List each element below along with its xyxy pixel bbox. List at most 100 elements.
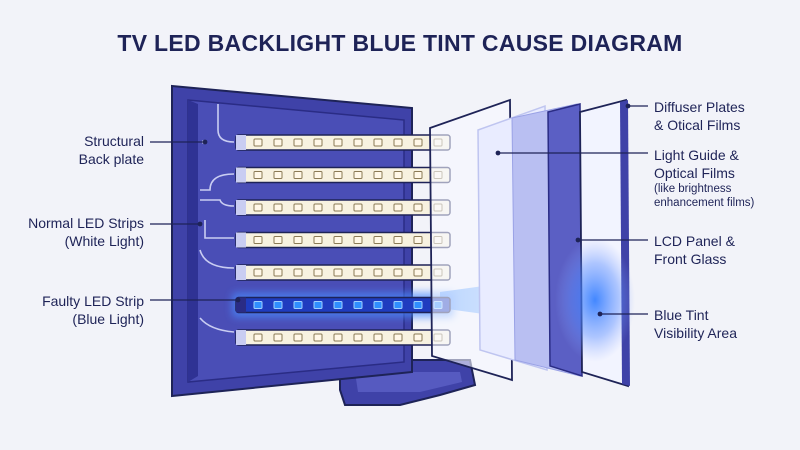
blue-led — [353, 301, 363, 309]
label-faulty-led-line2: (Blue Light) — [72, 311, 144, 327]
white-led — [293, 236, 303, 244]
white-led — [253, 268, 263, 277]
blue-led — [413, 301, 423, 309]
normal-led-strip — [235, 329, 451, 346]
white-led — [373, 268, 383, 277]
faulty-led-strip — [232, 292, 454, 318]
white-led — [373, 203, 383, 212]
label-diffuser: Diffuser Plates & Otical Films — [654, 98, 794, 134]
label-back-plate-line1: Structural — [84, 133, 144, 149]
white-led — [253, 138, 263, 147]
white-led — [293, 138, 303, 147]
white-led — [273, 203, 283, 212]
led-strip-connector — [236, 167, 246, 183]
label-light-guide-line2: Optical Films — [654, 165, 735, 181]
normal-led-strip — [235, 166, 451, 184]
blue-led — [393, 301, 403, 309]
blue-led — [273, 301, 283, 309]
white-led — [413, 138, 423, 147]
white-led — [253, 236, 263, 244]
led-strip-connector — [236, 297, 246, 313]
label-diffuser-line1: Diffuser Plates — [654, 99, 745, 115]
label-back-plate-line2: Back plate — [78, 151, 144, 167]
white-led — [313, 236, 323, 244]
white-led — [413, 333, 423, 342]
label-back-plate: Structural Back plate — [40, 132, 144, 168]
label-blue-tint-line1: Blue Tint — [654, 307, 709, 323]
normal-led-strip — [235, 134, 451, 151]
label-normal-led-line2: (White Light) — [64, 233, 144, 249]
white-led — [253, 333, 263, 342]
blue-led — [373, 301, 383, 309]
white-led — [353, 333, 363, 342]
white-led — [273, 333, 283, 342]
white-led — [393, 203, 403, 212]
label-normal-led-line1: Normal LED Strips — [28, 215, 144, 231]
normal-led-strip — [235, 199, 451, 216]
white-led — [353, 236, 363, 244]
white-led — [353, 171, 363, 179]
white-led — [293, 333, 303, 342]
led-wiring — [199, 104, 235, 333]
blue-led — [333, 301, 343, 309]
white-led — [413, 268, 423, 277]
white-led — [373, 171, 383, 179]
leader-dots — [197, 103, 631, 317]
white-led — [353, 268, 363, 277]
white-led — [313, 203, 323, 212]
label-faulty-led: Faulty LED Strip (Blue Light) — [10, 292, 144, 328]
normal-led-strip — [235, 231, 451, 249]
white-led — [333, 171, 343, 179]
blue-led — [313, 301, 323, 309]
white-led — [393, 333, 403, 342]
white-led — [333, 236, 343, 244]
white-led — [333, 268, 343, 277]
white-led — [313, 138, 323, 147]
white-led — [413, 171, 423, 179]
white-led — [393, 268, 403, 277]
white-led — [333, 138, 343, 147]
diagram-title: TV LED BACKLIGHT BLUE TINT CAUSE DIAGRAM — [117, 30, 683, 56]
white-led — [393, 138, 403, 147]
white-led — [413, 236, 423, 244]
white-led — [393, 236, 403, 244]
led-strip-connector — [236, 200, 246, 215]
blue-tint-area — [555, 238, 635, 362]
white-led — [313, 171, 323, 179]
white-led — [293, 268, 303, 277]
white-led — [293, 203, 303, 212]
white-led — [373, 138, 383, 147]
normal-led-strip — [235, 264, 451, 281]
label-light-guide: Light Guide & Optical Films — [654, 146, 794, 182]
label-lcd-panel-line1: LCD Panel & — [654, 233, 735, 249]
led-strip-connector — [236, 265, 246, 280]
white-led — [373, 333, 383, 342]
label-light-guide-note: (like brightness enhancement films) — [654, 182, 796, 210]
led-strip-connector — [236, 232, 246, 248]
white-led — [413, 203, 423, 212]
white-led — [253, 203, 263, 212]
leader-lines — [150, 105, 648, 315]
led-strip-connector — [236, 135, 246, 150]
label-light-guide-note-line1: (like brightness — [654, 183, 732, 195]
led-strip-connector — [236, 330, 246, 345]
blue-led — [253, 301, 263, 309]
label-normal-led: Normal LED Strips (White Light) — [10, 214, 144, 250]
white-led — [273, 171, 283, 179]
white-led — [313, 333, 323, 342]
blue-led — [293, 301, 303, 309]
label-light-guide-note-line2: enhancement films) — [654, 197, 755, 209]
white-led — [333, 333, 343, 342]
label-blue-tint-line2: Visibility Area — [654, 325, 738, 341]
white-led — [353, 203, 363, 212]
white-led — [253, 171, 263, 179]
label-blue-tint: Blue Tint Visibility Area — [654, 306, 794, 342]
label-lcd-panel-line2: Front Glass — [654, 251, 727, 267]
white-led — [313, 268, 323, 277]
white-led — [353, 138, 363, 147]
white-led — [273, 138, 283, 147]
label-light-guide-line1: Light Guide & — [654, 147, 739, 163]
white-led — [273, 268, 283, 277]
label-diffuser-line2: & Otical Films — [654, 117, 741, 133]
